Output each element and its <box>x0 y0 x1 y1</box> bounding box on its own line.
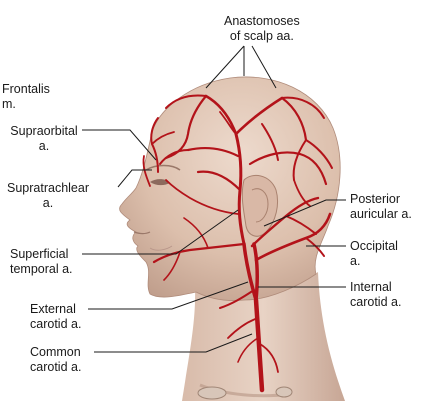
label-internal-carotid: Internal carotid a. <box>350 280 402 309</box>
leader-external-carotid <box>88 281 249 310</box>
leader-supratrachlear <box>117 169 152 188</box>
label-frontalis: Frontalis m. <box>2 82 50 111</box>
leader-supraorbital <box>82 129 157 161</box>
eye <box>150 179 170 186</box>
label-external-carotid: External carotid a. <box>30 302 82 331</box>
neck <box>182 272 345 401</box>
label-posterior-auricular: Posterior auricular a. <box>350 192 412 221</box>
leader-anastomoses <box>205 45 277 89</box>
label-supratrachlear: Supratrachlear a. <box>7 181 89 210</box>
leader-superficial-temporal <box>82 209 239 255</box>
label-supraorbital: Supraorbital a. <box>10 124 78 153</box>
label-superficial-temporal: Superficial temporal a. <box>10 247 73 276</box>
leader-posterior-auricular <box>263 199 346 227</box>
label-anastomoses: Anastomoses of scalp aa. <box>224 14 300 43</box>
label-occipital: Occipital a. <box>350 239 398 268</box>
leader-lines <box>82 45 346 353</box>
supratrochlear-artery <box>142 155 151 187</box>
external-carotid-artery <box>242 242 258 302</box>
head-silhouette <box>119 76 341 301</box>
leader-common-carotid <box>94 333 253 353</box>
artery-network <box>142 94 333 393</box>
label-common-carotid: Common carotid a. <box>30 345 82 374</box>
common-carotid-artery <box>253 297 265 393</box>
internal-carotid-artery <box>252 242 260 302</box>
